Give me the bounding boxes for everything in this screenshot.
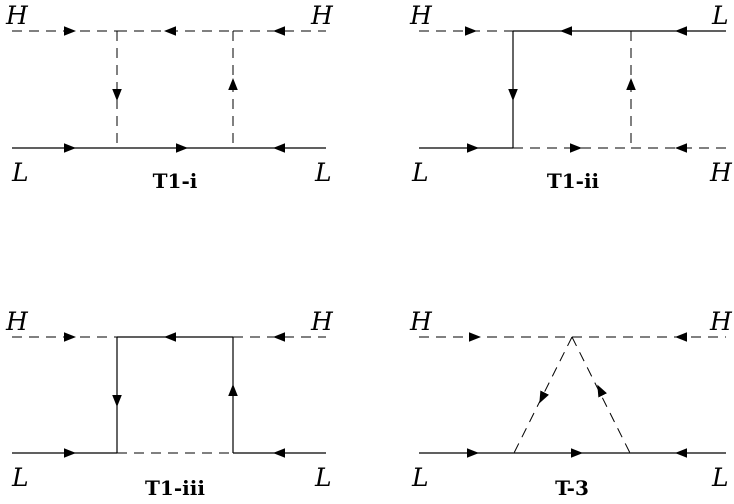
t1-ii-label-bottom-right: H xyxy=(709,158,733,187)
diagram-t1-iii: H H L L T1-iii xyxy=(5,307,334,500)
t-3-label-top-left: H xyxy=(409,307,433,336)
t1-ii-label-top-right: L xyxy=(711,1,729,30)
t-3-arrow-right-diagonal-up xyxy=(597,384,607,398)
t1-i-label-top-left: H xyxy=(5,1,29,30)
t1-ii-caption: T1-ii xyxy=(547,169,600,193)
diagram-t-3: H H L L T-3 xyxy=(409,307,733,500)
diagram-t1-ii: H L L H T1-ii xyxy=(409,1,733,193)
t1-i-label-bottom-right: L xyxy=(314,158,332,187)
t1-i-caption: T1-i xyxy=(153,169,198,193)
t1-ii-label-bottom-left: L xyxy=(411,158,429,187)
t1-i-label-top-right: H xyxy=(310,1,334,30)
t1-i-label-bottom-left: L xyxy=(11,158,29,187)
t1-iii-label-top-right: H xyxy=(310,307,334,336)
t-3-right-diagonal-scalar-line xyxy=(571,336,631,454)
t1-iii-label-bottom-left: L xyxy=(11,463,29,492)
diagram-t1-i: H H L L T1-i xyxy=(5,1,334,193)
t1-ii-label-top-left: H xyxy=(409,1,433,30)
t1-iii-label-bottom-right: L xyxy=(314,463,332,492)
t-3-caption: T-3 xyxy=(555,476,589,500)
t-3-left-diagonal-scalar-line xyxy=(513,336,573,454)
t-3-label-bottom-right: L xyxy=(711,463,729,492)
t1-iii-caption: T1-iii xyxy=(145,476,205,500)
t-3-label-bottom-left: L xyxy=(411,463,429,492)
t1-iii-label-top-left: H xyxy=(5,307,29,336)
t-3-label-top-right: H xyxy=(709,307,733,336)
